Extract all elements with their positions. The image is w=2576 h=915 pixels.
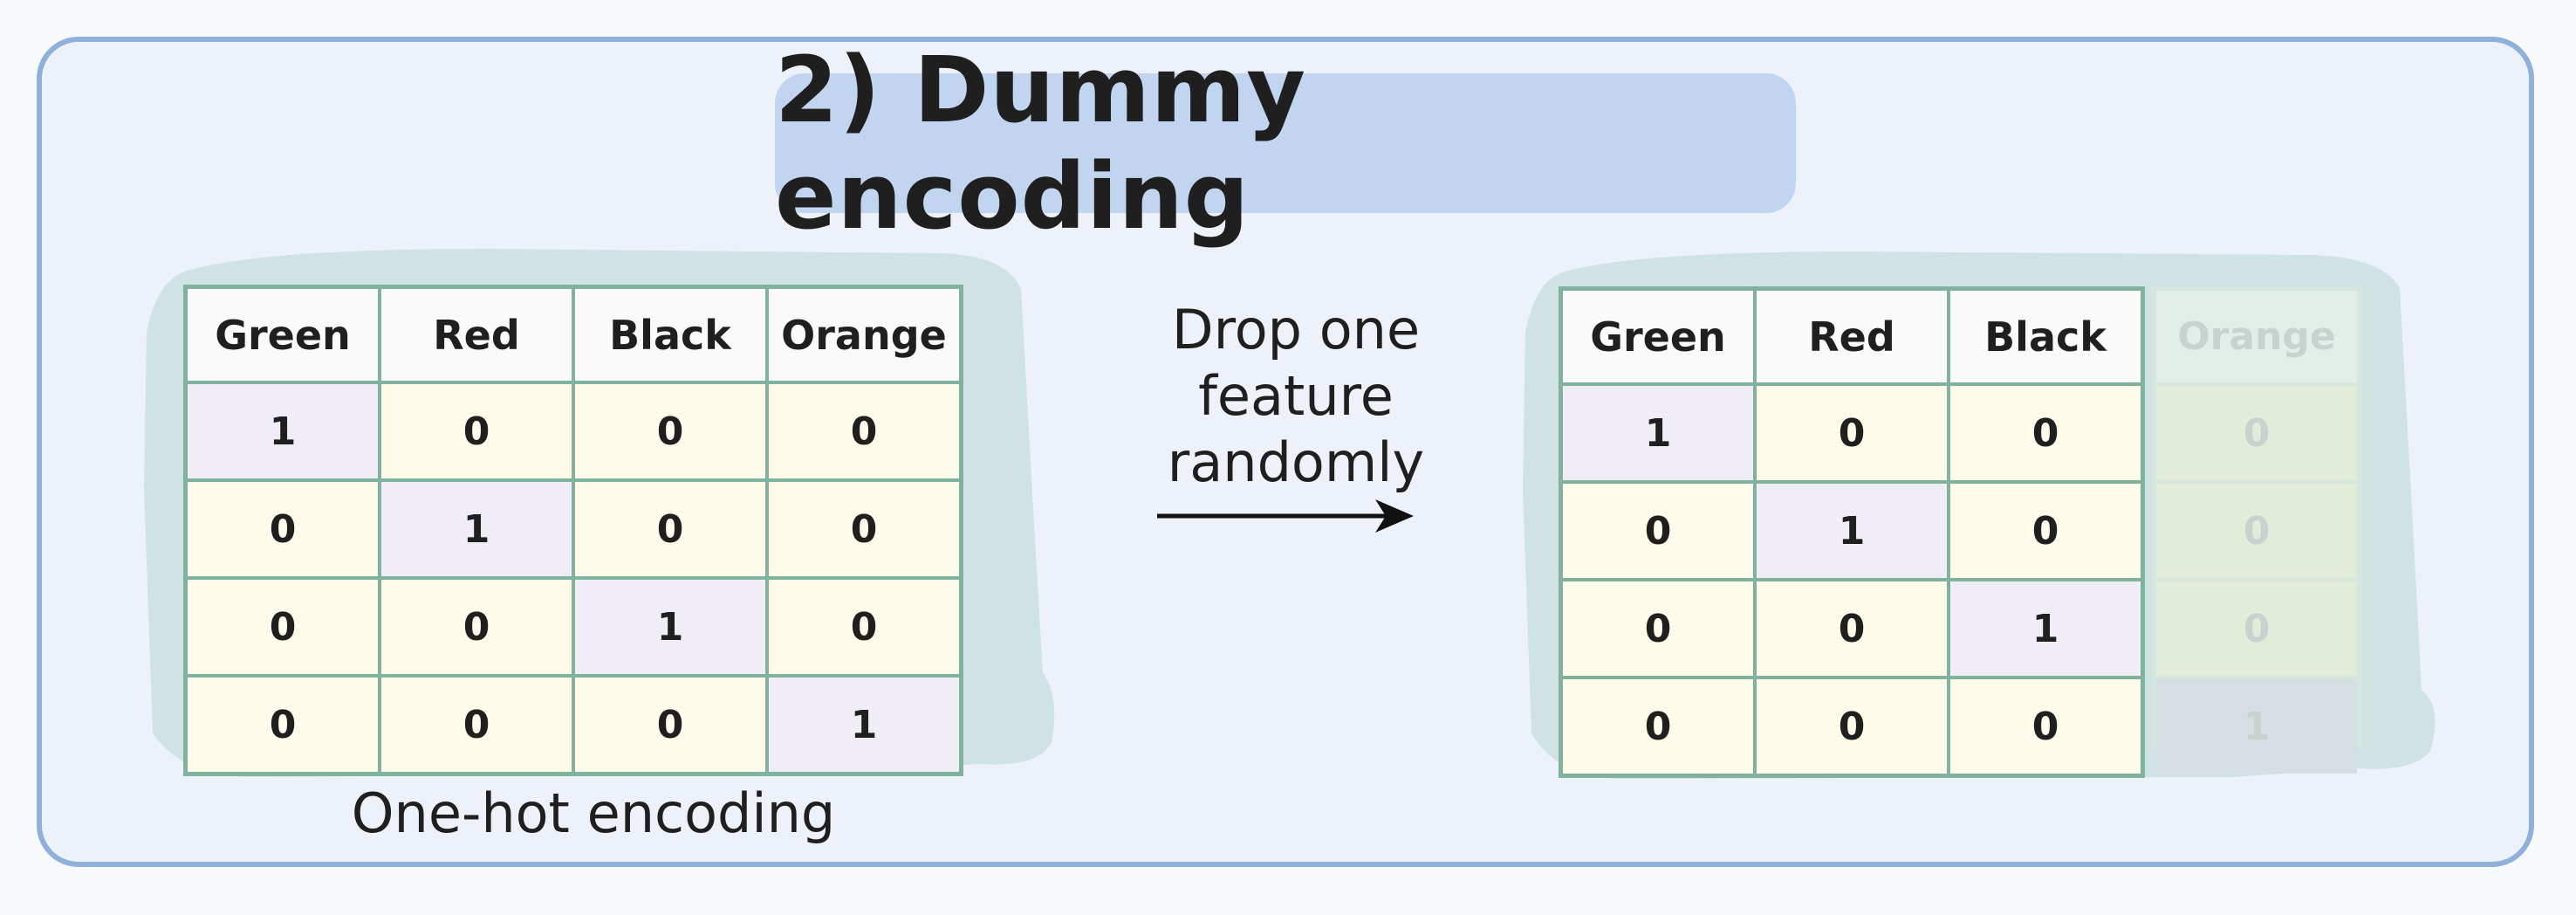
table-cell: 1 bbox=[188, 384, 378, 478]
table-cell: 0 bbox=[381, 580, 572, 674]
table-cell: 0 bbox=[575, 482, 765, 576]
table-cell: 0 bbox=[1950, 679, 2141, 774]
column-header-orange: Orange bbox=[769, 289, 959, 381]
column-header-black: Black bbox=[1950, 291, 2141, 382]
dropped-cell: 0 bbox=[2156, 484, 2357, 578]
column-header-black: Black bbox=[575, 289, 765, 381]
column-header-green: Green bbox=[1563, 291, 1753, 382]
page-title: 2) Dummy encoding bbox=[775, 37, 1306, 250]
column-header-green: Green bbox=[188, 289, 378, 381]
table-cell: 0 bbox=[381, 678, 572, 772]
table-cell: 1 bbox=[769, 678, 959, 772]
dropped-cell: 0 bbox=[2156, 386, 2357, 480]
table-cell: 0 bbox=[1950, 386, 2141, 480]
dropped-cell: 0 bbox=[2156, 581, 2357, 676]
table-cell: 0 bbox=[188, 678, 378, 772]
table-cell: 0 bbox=[188, 580, 378, 674]
table-cell: 0 bbox=[575, 678, 765, 772]
column-header-red: Red bbox=[381, 289, 572, 381]
arrow-label-line: randomly bbox=[1167, 430, 1425, 494]
table-cell: 0 bbox=[1950, 484, 2141, 578]
table-cell: 1 bbox=[1563, 386, 1753, 480]
right-arrow-icon bbox=[1157, 499, 1414, 533]
title-pill: 2) Dummy encoding bbox=[775, 37, 1796, 250]
table-cell: 0 bbox=[769, 482, 959, 576]
dropped-cell: 1 bbox=[2156, 679, 2357, 774]
table-cell: 0 bbox=[1563, 679, 1753, 774]
dropped-column: Orange 0 0 0 1 bbox=[2152, 286, 2361, 774]
table-cell: 1 bbox=[1950, 581, 2141, 676]
column-header-red: Red bbox=[1757, 291, 1947, 382]
table-cell: 0 bbox=[1757, 679, 1947, 774]
table-cell: 0 bbox=[381, 384, 572, 478]
arrow-label-line: feature bbox=[1198, 364, 1394, 428]
arrow-label: Drop one feature randomly bbox=[1117, 297, 1475, 496]
table-cell: 0 bbox=[1757, 386, 1947, 480]
dummy-table: Green Red Black 1 0 0 0 1 0 0 0 1 0 0 0 bbox=[1559, 286, 2145, 778]
table-cell: 1 bbox=[1757, 484, 1947, 578]
table-cell: 0 bbox=[769, 580, 959, 674]
table-cell: 0 bbox=[188, 482, 378, 576]
table-cell: 0 bbox=[1757, 581, 1947, 676]
dropped-column-header: Orange bbox=[2156, 291, 2357, 382]
arrow-label-line: Drop one bbox=[1171, 298, 1421, 361]
table-cell: 0 bbox=[1563, 581, 1753, 676]
table-cell: 0 bbox=[769, 384, 959, 478]
table-cell: 0 bbox=[1563, 484, 1753, 578]
table-cell: 1 bbox=[381, 482, 572, 576]
table-cell: 1 bbox=[575, 580, 765, 674]
one-hot-table: Green Red Black Orange 1 0 0 0 0 1 0 0 0… bbox=[183, 285, 963, 776]
table-cell: 0 bbox=[575, 384, 765, 478]
left-table-caption: One-hot encoding bbox=[351, 781, 836, 845]
